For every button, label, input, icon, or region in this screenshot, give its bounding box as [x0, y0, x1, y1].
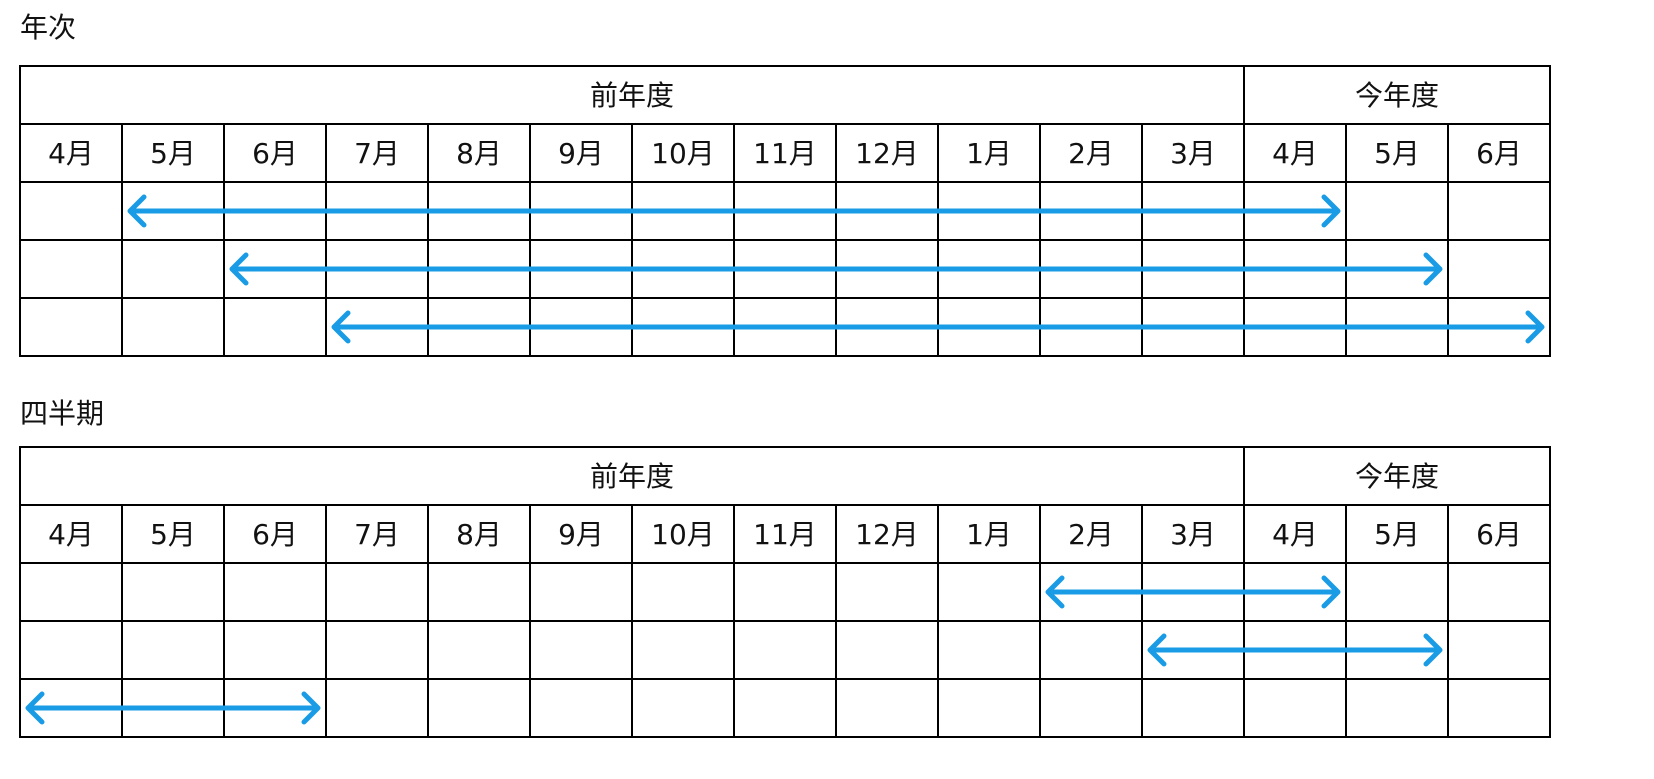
month-label: 5月	[1374, 137, 1420, 170]
month-label: 5月	[150, 137, 196, 170]
month-label: 4月	[1272, 137, 1318, 170]
month-label: 9月	[558, 518, 604, 551]
period-arrow	[331, 310, 1545, 344]
month-label: 1月	[966, 137, 1012, 170]
month-label: 3月	[1170, 518, 1216, 551]
month-label: 1月	[966, 518, 1012, 551]
header-previous-fiscal-year: 前年度	[590, 79, 674, 112]
month-label: 7月	[354, 518, 400, 551]
month-label: 6月	[1476, 518, 1522, 551]
month-label: 11月	[753, 518, 817, 551]
month-label: 4月	[48, 518, 94, 551]
period-arrow	[25, 691, 321, 725]
arrow-head-right	[1321, 575, 1341, 609]
month-label: 6月	[252, 518, 298, 551]
month-label: 4月	[48, 137, 94, 170]
month-label: 8月	[456, 137, 502, 170]
section-title-annual: 年次	[20, 11, 77, 44]
header-current-fiscal-year: 今年度	[1355, 460, 1439, 493]
period-arrow	[1045, 575, 1341, 609]
month-label: 12月	[855, 137, 919, 170]
annual-timeline-table: 前年度 今年度 4月 5月 6月 7月 8月 9月 10月 11月 12月 1月 2月 3月 4月 5月 6月	[19, 65, 1551, 357]
month-label: 3月	[1170, 137, 1216, 170]
month-label: 5月	[1374, 518, 1420, 551]
arrow-head-left	[229, 252, 249, 286]
arrow-head-right	[1321, 194, 1341, 228]
arrow-head-left	[25, 691, 45, 725]
month-label: 5月	[150, 518, 196, 551]
month-label: 11月	[753, 137, 817, 170]
header-current-fiscal-year: 今年度	[1355, 79, 1439, 112]
arrow-head-right	[1525, 310, 1545, 344]
month-label: 12月	[855, 518, 919, 551]
month-label: 7月	[354, 137, 400, 170]
arrow-head-right	[1423, 252, 1443, 286]
month-label: 9月	[558, 137, 604, 170]
arrow-head-left	[1045, 575, 1065, 609]
month-label: 2月	[1068, 518, 1114, 551]
arrow-head-left	[1147, 633, 1167, 667]
month-label: 8月	[456, 518, 502, 551]
month-label: 4月	[1272, 518, 1318, 551]
month-label: 2月	[1068, 137, 1114, 170]
section-title-quarterly: 四半期	[20, 397, 105, 430]
table-border	[19, 446, 1551, 738]
month-label: 10月	[651, 137, 715, 170]
period-arrow	[229, 252, 1443, 286]
arrow-head-right	[301, 691, 321, 725]
period-arrow	[1147, 633, 1443, 667]
month-label: 10月	[651, 518, 715, 551]
month-label: 6月	[1476, 137, 1522, 170]
table-border	[19, 65, 1551, 357]
quarterly-timeline-table: 前年度 今年度 4月 5月 6月 7月 8月 9月 10月 11月 12月 1月 2月 3月 4月 5月 6月	[19, 446, 1551, 738]
arrow-head-left	[331, 310, 351, 344]
header-previous-fiscal-year: 前年度	[590, 460, 674, 493]
period-arrow	[127, 194, 1341, 228]
arrow-head-left	[127, 194, 147, 228]
arrow-head-right	[1423, 633, 1443, 667]
month-label: 6月	[252, 137, 298, 170]
